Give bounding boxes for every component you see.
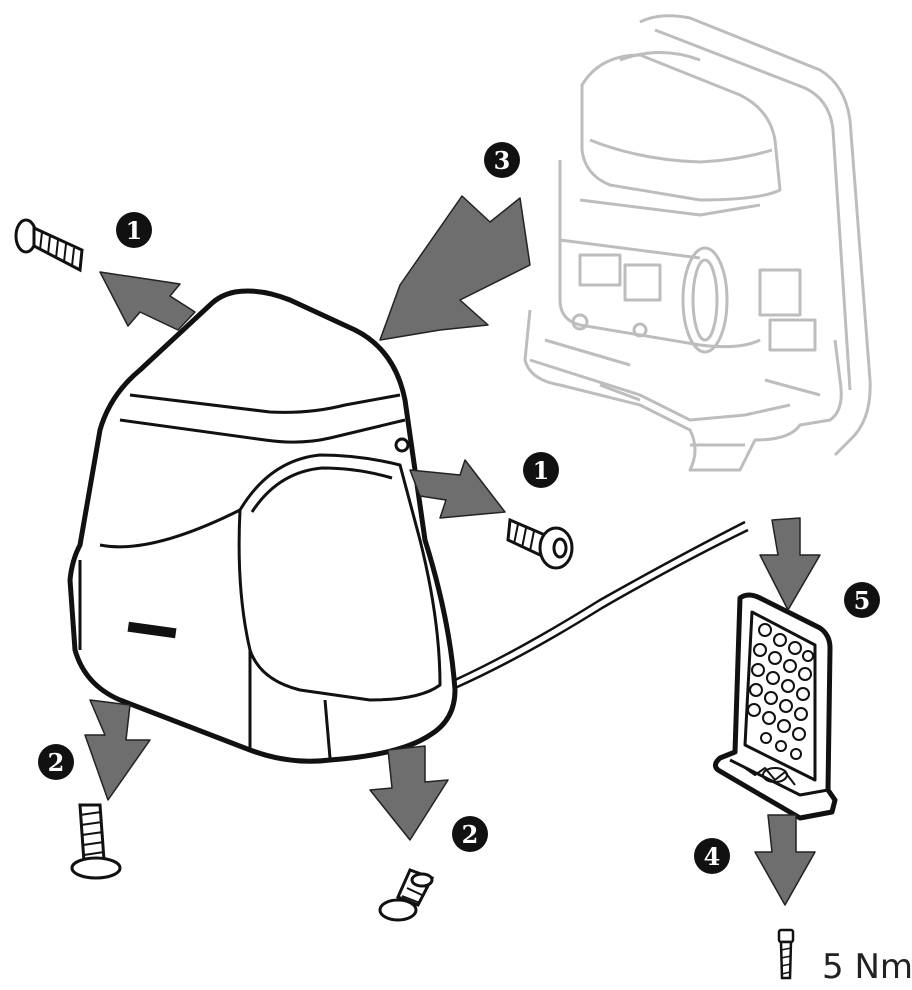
- step-badge-2a: 2: [38, 744, 74, 780]
- step-label: 5: [854, 586, 871, 615]
- step-label: 1: [533, 456, 550, 485]
- step-badge-2b: 2: [452, 816, 488, 852]
- step-badge-3: 3: [484, 142, 520, 178]
- cover-icon: [67, 288, 458, 764]
- step-badge-1a: 1: [116, 212, 152, 248]
- torque-label: 5 Nm: [822, 947, 912, 987]
- cable: [454, 520, 749, 690]
- step-badge-4: 4: [694, 838, 730, 874]
- arrow-icon: [84, 195, 821, 906]
- motor-unit-icon: [523, 14, 872, 472]
- screw-icon: [14, 218, 84, 273]
- screw-icon: [506, 517, 574, 570]
- hex-pattern: [747, 623, 814, 760]
- step-badge-5: 5: [844, 582, 880, 618]
- screw-icon: [378, 868, 435, 922]
- step-label: 2: [462, 820, 479, 849]
- step-label: 1: [126, 216, 143, 245]
- step-label: 3: [494, 146, 511, 175]
- step-label: 2: [48, 748, 65, 777]
- screw-icon: [70, 803, 122, 880]
- step-label: 4: [704, 842, 721, 871]
- screw-icon: [777, 928, 795, 980]
- step-badge-1b: 1: [523, 452, 559, 488]
- reflector-plate-icon: [712, 592, 838, 821]
